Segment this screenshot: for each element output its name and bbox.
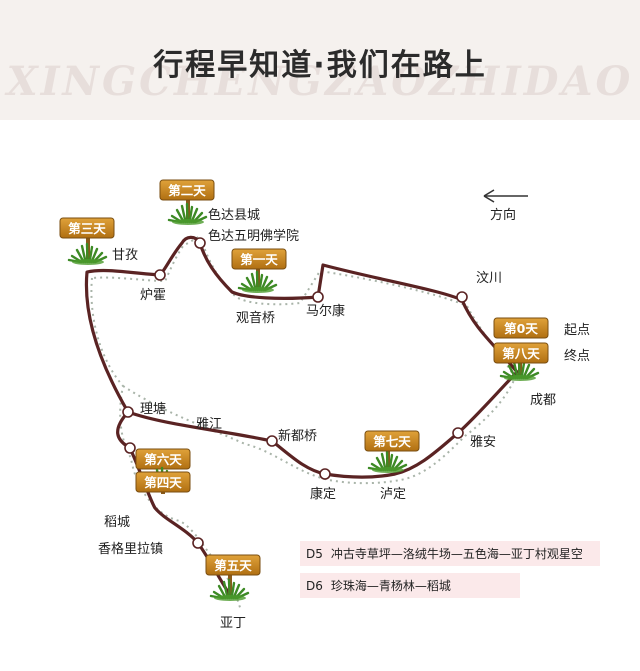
- waypoint-node: [124, 442, 136, 454]
- signpost-label: 第七天: [373, 434, 411, 449]
- signpost-board: [493, 317, 549, 339]
- place-label-luhuo: 炉霍: [140, 288, 166, 303]
- signpost-day0: 第0天: [493, 317, 549, 339]
- place-label-luding: 泸定: [380, 487, 406, 502]
- signpost-day7: 第七天: [364, 430, 420, 473]
- signpost-board: [231, 248, 287, 270]
- grass-base: [504, 375, 536, 381]
- waypoint-node: [122, 406, 134, 418]
- place-label-shangri-la: 香格里拉镇: [98, 541, 163, 557]
- signpost-label: 第八天: [502, 346, 540, 361]
- signpost-label: 第一天: [240, 252, 278, 267]
- signpost-board: [493, 342, 549, 364]
- place-label-xinduqiao: 新都桥: [278, 428, 317, 444]
- place-label-chengdu: 成都: [530, 393, 556, 408]
- legend-day: D6: [306, 579, 323, 593]
- grass-base: [214, 595, 246, 601]
- signpost-board: [364, 430, 420, 452]
- signpost-day3: 第三天: [59, 217, 115, 265]
- signpost-day6: 第六天: [135, 448, 191, 470]
- place-label-yajiang: 雅江: [196, 417, 222, 432]
- signpost-day1: 第一天: [231, 248, 287, 293]
- header-watermark: XINGCHENGZAOZHIDAO: [6, 58, 634, 105]
- signpost-board: [205, 554, 261, 576]
- place-label-maerkang: 马尔康: [306, 303, 345, 319]
- signpost-board: [159, 179, 215, 201]
- header-banner: [0, 0, 640, 120]
- signpost-label: 第四天: [144, 475, 182, 490]
- legend-day: D5: [306, 547, 323, 561]
- legend-text: 珍珠海—青杨林—稻城: [330, 579, 451, 593]
- waypoint-node: [154, 269, 166, 281]
- signpost-day8: 第八天: [493, 342, 549, 381]
- waypoint-node: [194, 237, 206, 249]
- place-label-seda-county: 色达县城: [208, 207, 260, 223]
- waypoint-node: [456, 291, 468, 303]
- signpost-label: 第三天: [68, 221, 106, 236]
- waypoint-node: [452, 427, 464, 439]
- waypoint-node: [312, 291, 324, 303]
- signpost-day5: 第五天: [205, 554, 261, 601]
- grass-base: [372, 467, 404, 473]
- legend-item-d6: D6 珍珠海—青杨林—稻城: [300, 573, 520, 598]
- signpost-day4: 第四天: [135, 466, 191, 494]
- place-label-wenchuan: 汶川: [476, 270, 502, 286]
- signpost-label: 第0天: [504, 321, 538, 336]
- direction-arrow-icon: [483, 189, 528, 203]
- place-label-ganzi: 甘孜: [112, 248, 138, 263]
- page-title: 行程早知道·我们在路上: [153, 48, 487, 83]
- place-label-seda-academy: 色达五明佛学院: [208, 228, 299, 244]
- legend-text: 冲古寺草坪—洛绒牛场—五色海—亚丁村观星空: [330, 547, 583, 561]
- grass-base: [72, 259, 104, 265]
- place-label-yaan: 雅安: [470, 435, 496, 450]
- place-label-start: 起点: [564, 323, 590, 338]
- place-label-guanyinqiao: 观音桥: [236, 310, 275, 326]
- place-label-end: 终点: [564, 348, 590, 364]
- waypoint-node: [192, 537, 204, 549]
- grass-base: [242, 287, 274, 293]
- place-label-daocheng: 稻城: [104, 515, 130, 530]
- place-label-litang: 理塘: [140, 401, 166, 417]
- signpost-board: [135, 471, 191, 493]
- signpost-label: 第六天: [144, 452, 182, 467]
- place-label-kangding: 康定: [310, 486, 336, 502]
- direction-label: 方向: [490, 207, 516, 223]
- legend-item-d5: D5 冲古寺草坪—洛绒牛场—五色海—亚丁村观星空: [300, 541, 600, 566]
- signpost-label: 第五天: [214, 558, 252, 573]
- waypoint-node: [319, 468, 331, 480]
- waypoint-node: [266, 435, 278, 447]
- place-label-yading: 亚丁: [220, 616, 246, 631]
- signpost-day2: 第二天: [159, 179, 215, 225]
- signpost-board: [59, 217, 115, 239]
- grass-base: [172, 219, 204, 225]
- signpost-label: 第二天: [168, 183, 206, 198]
